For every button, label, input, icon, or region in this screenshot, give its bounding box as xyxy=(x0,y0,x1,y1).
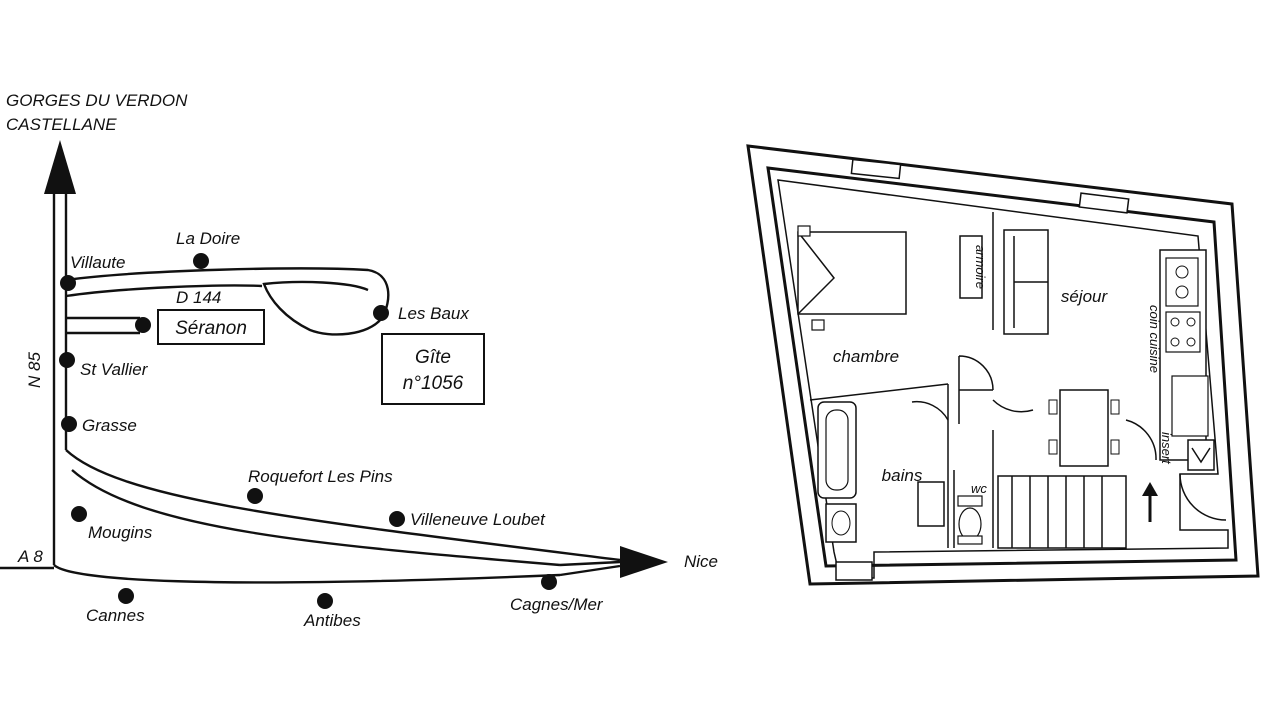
east-arrow-icon xyxy=(620,546,668,578)
north-destination-line2: CASTELLANE xyxy=(6,115,117,134)
gite-box xyxy=(381,333,485,405)
door-arc-stairs xyxy=(1125,419,1157,461)
outer-wall xyxy=(746,144,1260,586)
st-vallier-label: St Vallier xyxy=(80,360,149,379)
n85-road-label: N 85 xyxy=(25,352,44,388)
coast-road xyxy=(53,564,561,584)
gite-label-line1: Gîte xyxy=(415,347,451,368)
cagnes-dot-icon xyxy=(541,574,557,590)
roquefort-label: Roquefort Les Pins xyxy=(248,467,393,486)
wardrobe xyxy=(959,235,983,299)
villeneuve-label: Villeneuve Loubet xyxy=(410,510,546,529)
st-vallier-dot-icon xyxy=(59,352,75,368)
villaute-label: Villaute xyxy=(70,253,125,272)
villaute-dot-icon xyxy=(60,275,76,291)
east-destination-label: Nice xyxy=(684,552,718,571)
hob-icon xyxy=(1165,311,1201,353)
a8-road-label: A 8 xyxy=(17,547,43,566)
d144-road-inner xyxy=(65,284,263,298)
antibes-dot-icon xyxy=(317,593,333,609)
floor-plan: armoire coin cuisine insert xyxy=(746,144,1260,586)
partition-bains-wc xyxy=(947,384,955,548)
gite-label-line2: n°1056 xyxy=(403,373,464,394)
coin-cuisine-label: coin cuisine xyxy=(1147,305,1162,373)
armoire-label: armoire xyxy=(973,245,988,289)
mougins-dot-icon xyxy=(71,506,87,522)
la-doire-dot-icon xyxy=(193,253,209,269)
d144-road-label: D 144 xyxy=(176,288,221,307)
seranon-dot-icon xyxy=(135,317,151,333)
cannes-dot-icon xyxy=(118,588,134,604)
seranon-box xyxy=(157,309,265,345)
les-baux-label: Les Baux xyxy=(398,304,469,323)
kitchen-counter xyxy=(1159,249,1209,461)
la-doire-label: La Doire xyxy=(176,229,240,248)
villeneuve-dot-icon xyxy=(389,511,405,527)
cagnes-label: Cagnes/Mer xyxy=(510,595,604,614)
road-map: GORGES DU VERDON CASTELLANE Nice N 85 A … xyxy=(0,91,718,630)
window-sejour xyxy=(1078,192,1130,214)
north-arrow-icon xyxy=(44,140,76,194)
partition-chambre-bains xyxy=(809,383,949,401)
roquefort-dot-icon xyxy=(247,488,263,504)
entrance-door-arc xyxy=(1179,473,1227,521)
fireplace-icon xyxy=(1187,439,1215,471)
north-destination-line1: GORGES DU VERDON xyxy=(6,91,188,110)
grasse-label: Grasse xyxy=(82,416,137,435)
mougins-label: Mougins xyxy=(88,523,153,542)
washbasin-icon xyxy=(825,503,857,543)
sink-icon xyxy=(1165,257,1199,307)
seranon-spur-road xyxy=(66,316,140,335)
door-arc-3 xyxy=(992,399,1034,413)
window-chambre xyxy=(850,158,902,180)
window-bains xyxy=(835,561,873,581)
staircase xyxy=(997,475,1127,549)
sejour-label: séjour xyxy=(1061,287,1109,306)
dining-table-icon xyxy=(1048,389,1120,467)
insert-label: insert xyxy=(1159,432,1174,465)
outer-wall-inner xyxy=(766,166,1238,568)
fridge-icon xyxy=(1171,375,1209,437)
d144-loop-road xyxy=(65,267,390,336)
sofa-icon xyxy=(1003,229,1049,335)
seranon-label: Séranon xyxy=(175,318,247,339)
grasse-dot-icon xyxy=(61,416,77,432)
bed-icon xyxy=(797,225,907,331)
bathroom-cabinet xyxy=(917,481,945,527)
toilet-icon xyxy=(957,495,983,545)
nice-road-join xyxy=(559,560,621,577)
door-arc-2 xyxy=(911,400,949,421)
grasse-nice-road-upper xyxy=(65,449,621,562)
antibes-label: Antibes xyxy=(303,611,361,630)
bathtub-icon xyxy=(817,401,857,499)
entrance-arrow-icon xyxy=(1142,482,1158,522)
chambre-label: chambre xyxy=(833,347,899,366)
bains-label: bains xyxy=(882,466,923,485)
grasse-nice-road-lower xyxy=(71,469,561,567)
door-arc-1 xyxy=(958,355,994,424)
les-baux-dot-icon xyxy=(373,305,389,321)
wc-label: wc xyxy=(971,481,987,496)
cannes-label: Cannes xyxy=(86,606,145,625)
